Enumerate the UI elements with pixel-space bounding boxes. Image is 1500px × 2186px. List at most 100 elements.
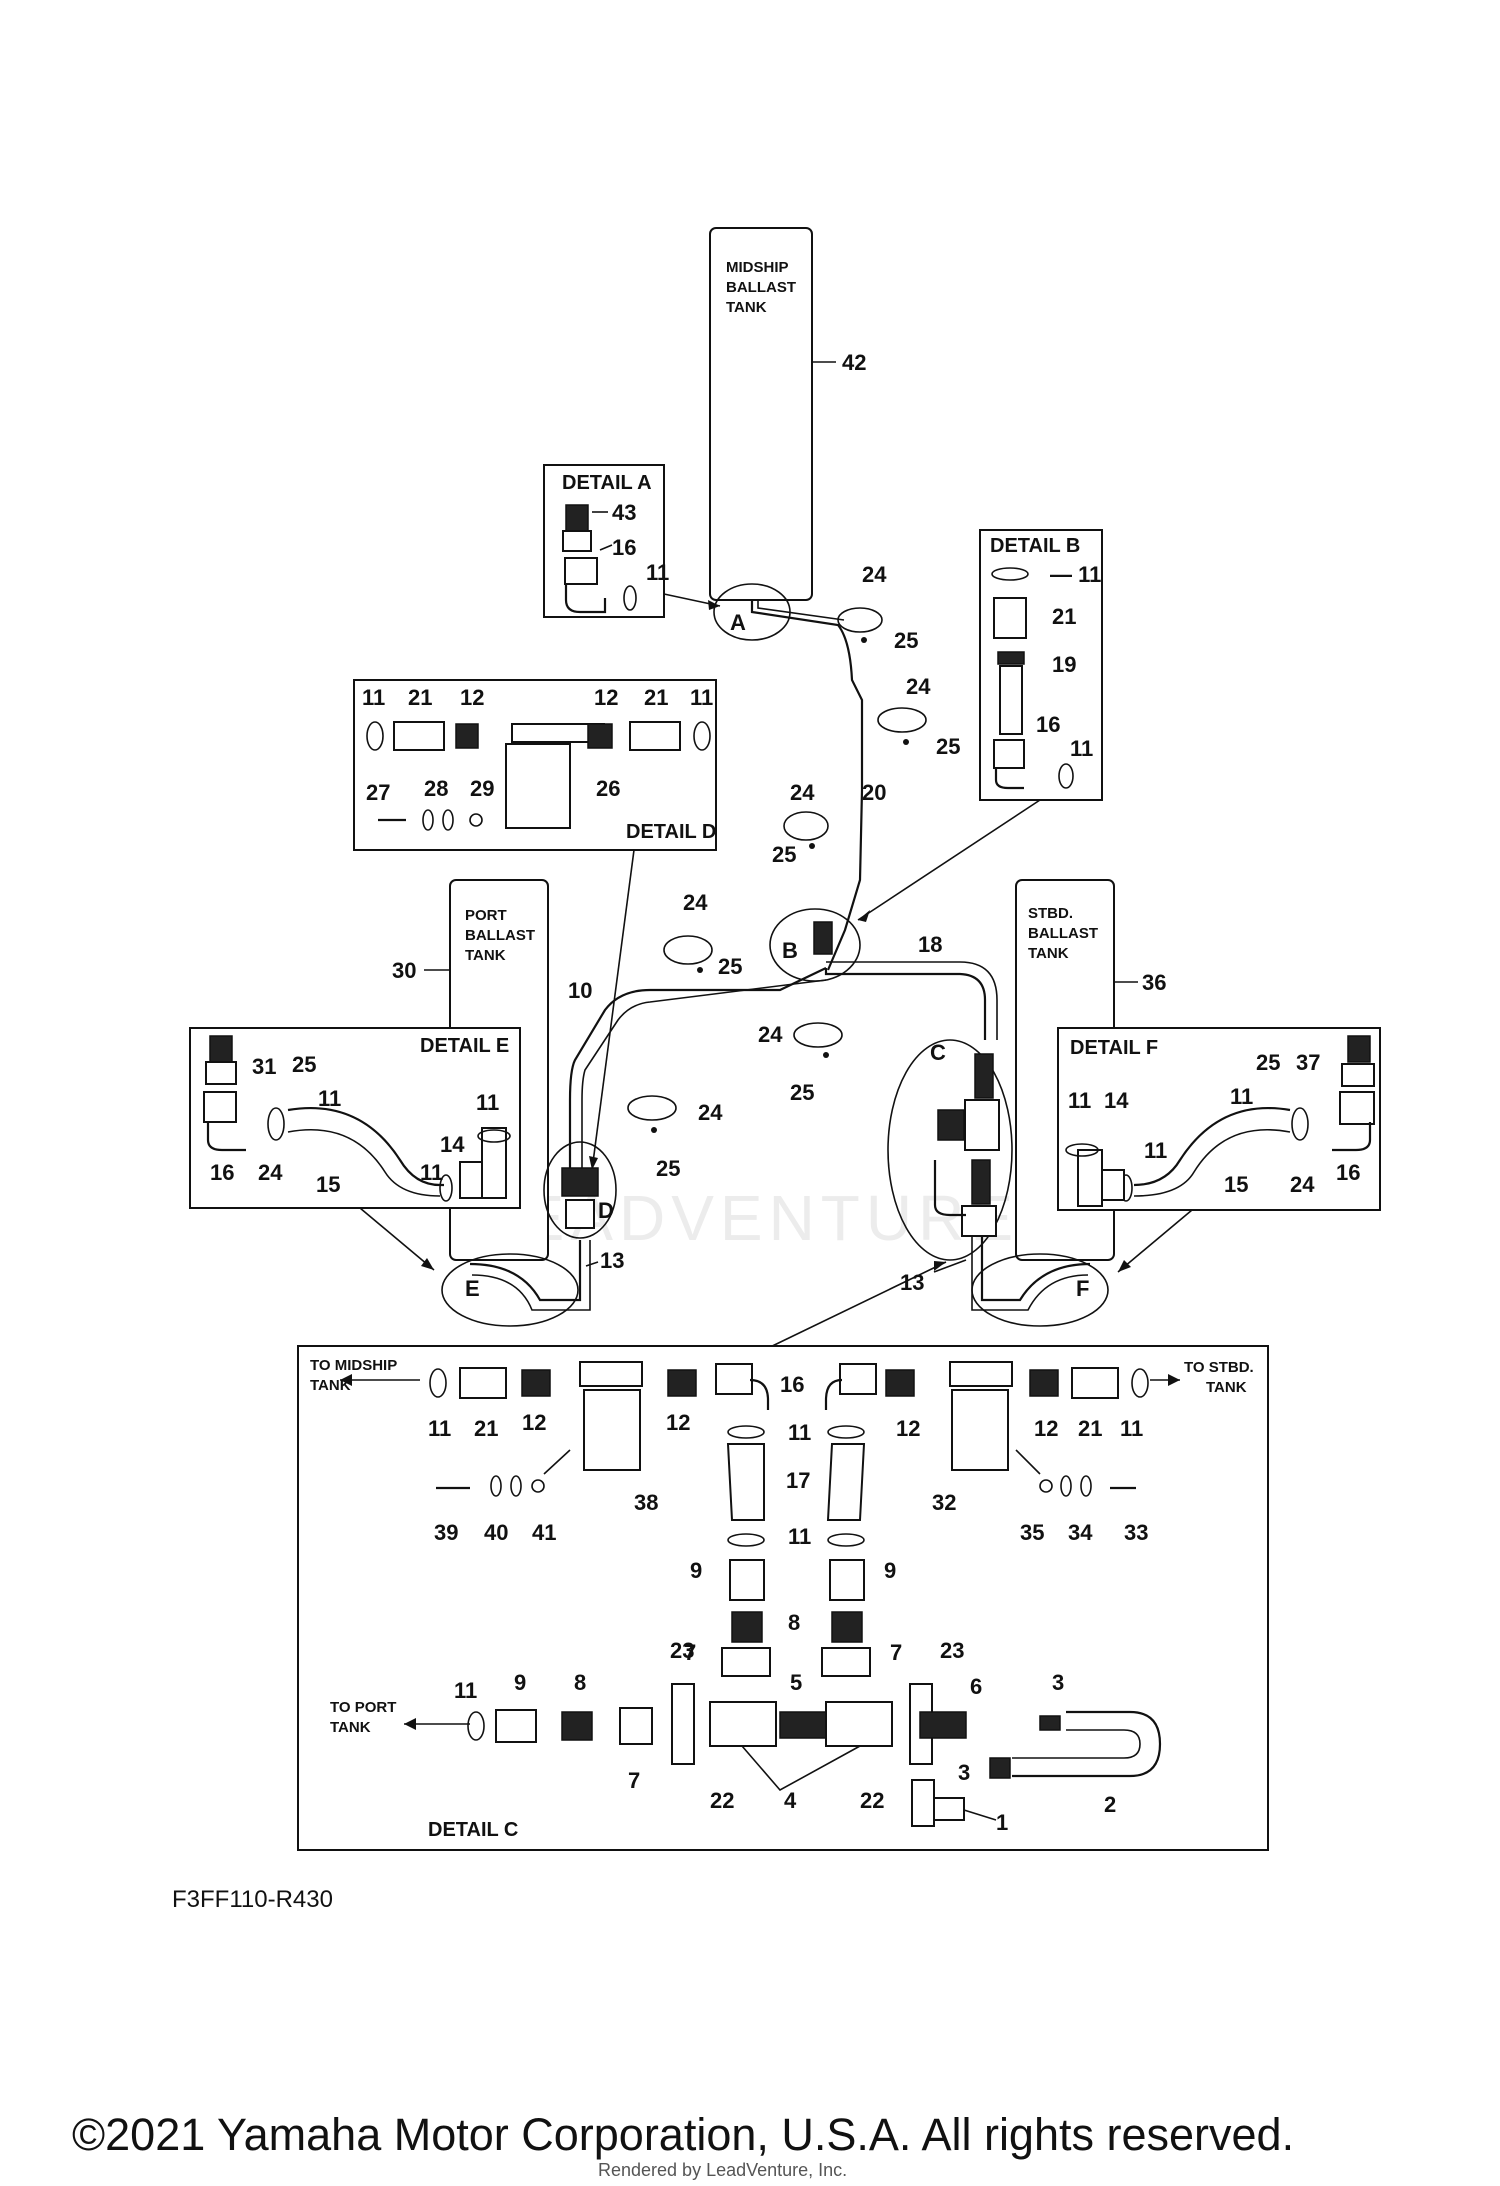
detail-a-title: DETAIL A: [562, 472, 652, 494]
callout-e-label: E: [465, 1276, 480, 1301]
svg-text:24: 24: [258, 1160, 283, 1185]
callout-d: [543, 1141, 617, 1239]
svg-text:39: 39: [434, 1520, 458, 1545]
clamp-24-25-b: 24 25: [877, 674, 960, 759]
callout-f-label: F: [1076, 1276, 1089, 1301]
svg-text:11: 11: [788, 1524, 811, 1549]
label-30: 30: [392, 958, 416, 983]
svg-text:24: 24: [698, 1100, 723, 1125]
clamp-24-25-e: 24 25: [758, 1022, 843, 1105]
svg-text:9: 9: [690, 1558, 702, 1583]
svg-text:24: 24: [683, 890, 708, 915]
clamp-24-25-c: 24 25: [772, 780, 829, 867]
svg-text:25: 25: [790, 1080, 814, 1105]
svg-text:11: 11: [646, 560, 669, 585]
svg-text:25: 25: [772, 842, 796, 867]
svg-text:16: 16: [210, 1160, 234, 1185]
watermark-text: Rendered by LeadVenture, Inc.: [598, 2160, 847, 2180]
svg-text:37: 37: [1296, 1050, 1320, 1075]
label-20: 20: [862, 780, 886, 805]
svg-text:19: 19: [1052, 652, 1076, 677]
svg-text:15: 15: [1224, 1172, 1248, 1197]
svg-text:11: 11: [1230, 1084, 1253, 1109]
svg-text:7: 7: [628, 1768, 640, 1793]
svg-text:24: 24: [906, 674, 931, 699]
detail-d-title: DETAIL D: [626, 821, 716, 843]
svg-text:16: 16: [612, 535, 636, 560]
svg-text:4: 4: [784, 1788, 797, 1813]
svg-text:41: 41: [532, 1520, 556, 1545]
copyright-text: ©2021 Yamaha Motor Corporation, U.S.A. A…: [72, 2109, 1294, 2160]
detail-b-title: DETAIL B: [990, 535, 1080, 557]
svg-text:34: 34: [1068, 1520, 1093, 1545]
callout-d-label: D: [598, 1198, 614, 1223]
svg-text:27: 27: [366, 780, 390, 805]
svg-text:2: 2: [1104, 1792, 1116, 1817]
svg-text:40: 40: [484, 1520, 508, 1545]
svg-text:12: 12: [896, 1416, 920, 1441]
svg-text:43: 43: [612, 500, 636, 525]
callout-c-label: C: [930, 1040, 946, 1065]
svg-text:3: 3: [1052, 1670, 1064, 1695]
detail-c-title: DETAIL C: [428, 1819, 518, 1841]
callout-e: [441, 1253, 579, 1327]
svg-text:25: 25: [894, 628, 918, 653]
svg-text:14: 14: [440, 1132, 465, 1157]
svg-text:16: 16: [1036, 712, 1060, 737]
svg-text:11: 11: [690, 685, 713, 710]
svg-text:7: 7: [890, 1640, 902, 1665]
clamp-24-25-a: 24 25: [837, 562, 918, 653]
svg-text:9: 9: [884, 1558, 896, 1583]
svg-text:12: 12: [522, 1410, 546, 1435]
svg-text:14: 14: [1104, 1088, 1129, 1113]
svg-text:33: 33: [1124, 1520, 1148, 1545]
svg-text:16: 16: [780, 1372, 804, 1397]
svg-text:11: 11: [1144, 1138, 1167, 1163]
svg-text:3: 3: [958, 1760, 970, 1785]
svg-text:26: 26: [596, 776, 620, 801]
svg-text:28: 28: [424, 776, 448, 801]
svg-text:22: 22: [710, 1788, 734, 1813]
callout-c: [887, 1039, 1013, 1261]
callout-a-label: A: [730, 610, 746, 635]
svg-text:7: 7: [684, 1640, 696, 1665]
svg-text:21: 21: [1052, 604, 1076, 629]
drawing-code: F3FF110-R430: [172, 1886, 333, 1913]
hose-10: [568, 967, 827, 1170]
svg-text:24: 24: [1290, 1172, 1315, 1197]
svg-text:11: 11: [1068, 1088, 1091, 1113]
svg-text:16: 16: [1336, 1160, 1360, 1185]
svg-text:12: 12: [666, 1410, 690, 1435]
svg-text:17: 17: [786, 1468, 810, 1493]
detail-e-title: DETAIL E: [420, 1035, 509, 1057]
svg-text:11: 11: [788, 1420, 811, 1445]
svg-text:1: 1: [996, 1810, 1008, 1835]
svg-text:24: 24: [862, 562, 887, 587]
svg-text:25: 25: [936, 734, 960, 759]
svg-text:11: 11: [1070, 736, 1093, 761]
label-10: 10: [568, 978, 592, 1003]
svg-text:22: 22: [860, 1788, 884, 1813]
svg-text:21: 21: [644, 685, 668, 710]
svg-text:25: 25: [656, 1156, 680, 1181]
to-stbd-label: TO STBD.TANK: [1184, 1359, 1254, 1396]
detail-f-title: DETAIL F: [1070, 1037, 1158, 1059]
svg-text:31: 31: [252, 1054, 276, 1079]
svg-text:24: 24: [758, 1022, 783, 1047]
label-42: 42: [842, 350, 866, 375]
svg-text:11: 11: [362, 685, 385, 710]
svg-text:25: 25: [292, 1052, 316, 1077]
svg-text:8: 8: [788, 1610, 800, 1635]
svg-text:11: 11: [1120, 1416, 1143, 1441]
clamp-24-25-f: 24 25: [627, 1095, 723, 1181]
svg-text:38: 38: [634, 1490, 658, 1515]
svg-text:12: 12: [594, 685, 618, 710]
svg-text:11: 11: [454, 1678, 477, 1703]
